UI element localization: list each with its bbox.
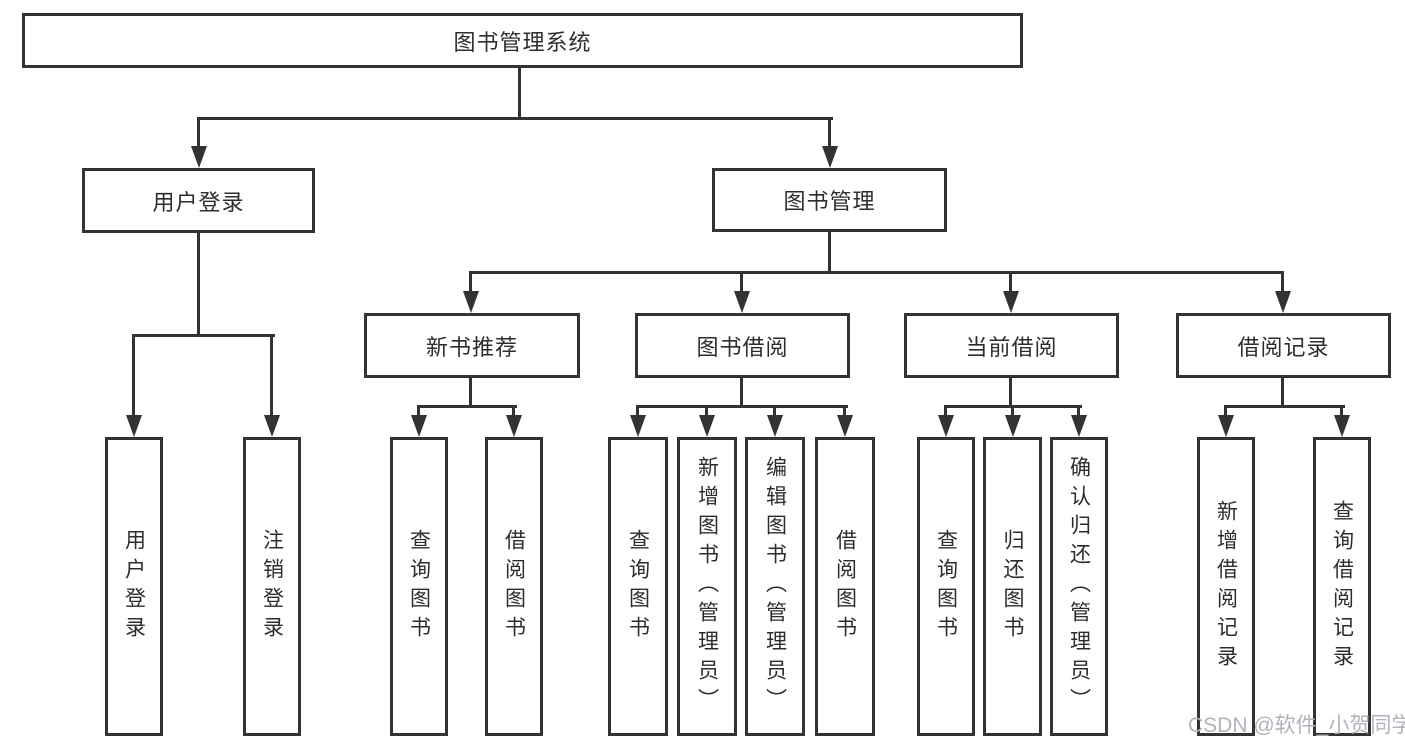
node-add-book-admin: 新增图书（管理员） — [677, 437, 737, 736]
connector-root-stem — [518, 68, 521, 120]
connector-shaft — [270, 334, 273, 418]
connector-stem — [1281, 378, 1284, 408]
arrowhead-down-icon — [506, 415, 522, 437]
node-new-book-recommend: 新书推荐 — [364, 313, 580, 378]
connector-stem — [469, 378, 472, 408]
arrowhead-down-icon — [822, 146, 838, 168]
connector-stem — [197, 233, 200, 337]
node-label: 新增借阅记录 — [1214, 499, 1238, 674]
node-borrow-books-leaf: 借阅图书 — [815, 437, 875, 736]
arrowhead-down-icon — [1005, 415, 1021, 437]
node-query-books-current: 查询图书 — [917, 437, 975, 736]
node-query-books-recommend: 查询图书 — [390, 437, 448, 736]
arrowhead-down-icon — [1218, 415, 1234, 437]
connector-root-split — [197, 117, 833, 120]
arrowhead-down-icon — [126, 415, 142, 437]
connector-shaft — [773, 405, 776, 418]
node-label: 注销登录 — [260, 528, 284, 645]
connector-stem — [740, 378, 743, 408]
node-label: 编辑图书（管理员） — [763, 456, 787, 717]
node-root-label: 图书管理系统 — [453, 29, 592, 55]
connector-stem — [828, 232, 831, 274]
node-edit-book-admin: 编辑图书（管理员） — [745, 437, 805, 736]
arrowhead-down-icon — [837, 415, 853, 437]
node-add-borrow-record: 新增借阅记录 — [1197, 437, 1255, 736]
node-label: 借阅图书 — [833, 528, 857, 645]
node-user-login: 用户登录 — [82, 168, 315, 233]
connector-split — [132, 334, 275, 337]
node-book-management: 图书管理 — [712, 168, 947, 232]
connector-split — [469, 271, 1284, 274]
connector-shaft — [705, 405, 708, 418]
arrowhead-down-icon — [1071, 415, 1087, 437]
arrowhead-down-icon — [1334, 415, 1350, 437]
node-label: 新增图书（管理员） — [695, 456, 719, 717]
connector-shaft — [1077, 405, 1080, 418]
node-confirm-return-admin: 确认归还（管理员） — [1050, 437, 1108, 736]
connector-shaft — [132, 334, 135, 418]
connector-shaft — [828, 117, 831, 150]
node-label: 新书推荐 — [425, 334, 518, 360]
node-query-borrow-record: 查询借阅记录 — [1313, 437, 1371, 736]
arrowhead-down-icon — [767, 415, 783, 437]
node-current-borrowing: 当前借阅 — [904, 313, 1119, 378]
node-label: 当前借阅 — [965, 334, 1058, 360]
node-label: 借阅记录 — [1237, 334, 1330, 360]
node-user-login-label: 用户登录 — [152, 189, 245, 215]
arrowhead-down-icon — [463, 291, 479, 313]
connector-split — [1224, 405, 1345, 408]
node-root: 图书管理系统 — [22, 13, 1023, 68]
connector-shaft — [512, 405, 515, 418]
node-query-books-borrow: 查询图书 — [608, 437, 668, 736]
connector-split — [636, 405, 848, 408]
arrowhead-down-icon — [191, 146, 207, 168]
connector-stem — [1009, 378, 1012, 408]
connector-shaft — [843, 405, 846, 418]
arrowhead-down-icon — [630, 415, 646, 437]
node-borrowing-records: 借阅记录 — [1176, 313, 1391, 378]
connector-shaft — [1340, 405, 1343, 418]
connector-shaft — [469, 271, 472, 295]
csdn-watermark: CSDN @软件_小贺同学 — [1188, 714, 1405, 737]
node-label: 查询借阅记录 — [1330, 499, 1354, 674]
node-label: 确认归还（管理员） — [1067, 456, 1091, 717]
node-label: 借阅图书 — [502, 528, 526, 645]
connector-shaft — [1011, 405, 1014, 418]
connector-shaft — [1009, 271, 1012, 295]
node-label: 查询图书 — [934, 528, 958, 645]
arrowhead-down-icon — [699, 415, 715, 437]
node-label: 查询图书 — [407, 528, 431, 645]
arrowhead-down-icon — [1275, 291, 1291, 313]
node-label: 用户登录 — [122, 528, 146, 645]
arrowhead-down-icon — [938, 415, 954, 437]
arrowhead-down-icon — [1003, 291, 1019, 313]
node-user-login-leaf: 用户登录 — [105, 437, 163, 736]
connector-shaft — [1224, 405, 1227, 418]
arrowhead-down-icon — [734, 291, 750, 313]
arrowhead-down-icon — [264, 415, 280, 437]
connector-shaft — [740, 271, 743, 295]
node-return-book: 归还图书 — [983, 437, 1042, 736]
arrowhead-down-icon — [411, 415, 427, 437]
connector-shaft — [197, 117, 200, 150]
node-label: 图书借阅 — [696, 334, 789, 360]
connector-shaft — [636, 405, 639, 418]
connector-split — [417, 405, 517, 408]
connector-shaft — [1281, 271, 1284, 295]
node-book-management-label: 图书管理 — [783, 189, 876, 214]
node-book-borrowing: 图书借阅 — [635, 313, 850, 378]
connector-shaft — [417, 405, 420, 418]
connector-shaft — [944, 405, 947, 418]
node-logout: 注销登录 — [243, 437, 301, 736]
node-borrow-books-recommend: 借阅图书 — [485, 437, 543, 736]
node-label: 归还图书 — [1001, 528, 1024, 645]
node-label: 查询图书 — [626, 528, 650, 645]
